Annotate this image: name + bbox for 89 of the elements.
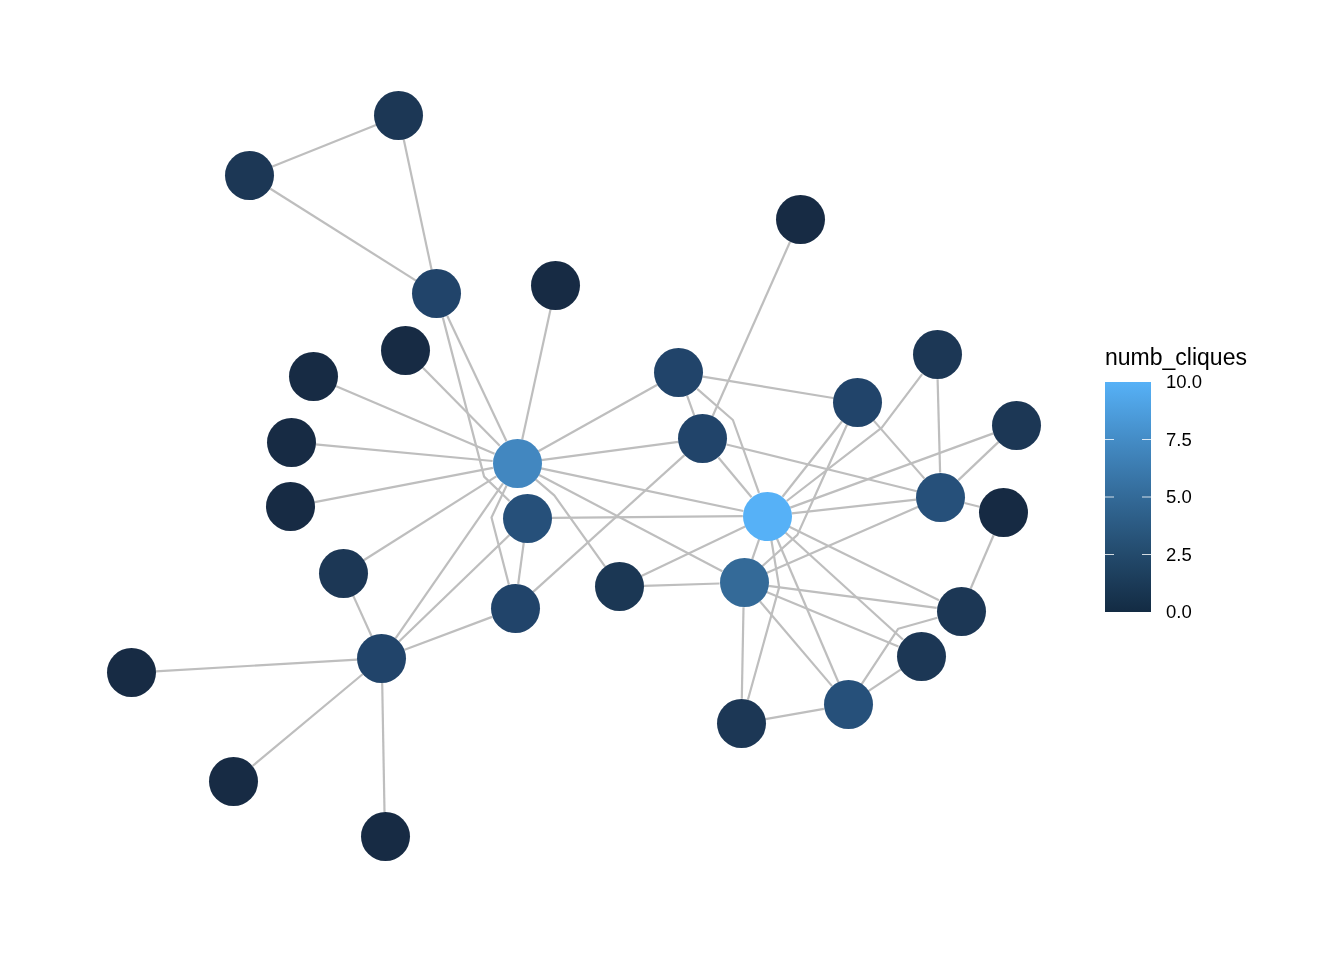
edge-line [872,419,926,480]
edge-line [936,379,942,473]
edge-line [717,456,753,498]
node-circle [209,757,259,807]
edge-line [789,432,994,509]
edge-line [860,616,938,685]
edge-line [788,525,940,602]
edge-line [446,315,508,442]
node-circle [896,631,946,681]
edge-line [441,317,511,502]
edge-line [269,187,417,282]
edge-line [402,139,433,270]
edge-line [969,534,995,589]
edge-line [272,123,377,168]
node-circle [357,633,407,683]
edge-line [640,525,746,578]
node-circle [716,698,766,748]
node-circle [490,583,540,633]
edge-line [314,466,494,504]
edge-line [784,531,904,641]
edge-line [957,441,1000,481]
node-circle [318,548,368,598]
edge-line [759,600,833,687]
edge-line [551,515,743,519]
edge-line [761,423,849,568]
node-circle [266,417,316,467]
edge-line [766,591,899,648]
edge-line [251,673,364,767]
edge-line [335,385,495,455]
edge-line [702,375,834,400]
edge-line [726,443,918,493]
node-circle [742,491,792,541]
edge-line [786,373,924,502]
edge-line [686,395,696,417]
edge-line [352,595,373,637]
edge-line [394,482,504,639]
node-circle [775,194,825,244]
legend-label: 10.0 [1166,373,1202,392]
node-circle [412,269,462,319]
edge-line [422,367,501,447]
node-circle [502,493,552,543]
edge-line [534,478,606,568]
edge-line [155,658,358,673]
edge-line [643,582,720,587]
edge-line [781,420,843,498]
edge-line [532,454,686,593]
legend-label: 2.5 [1166,545,1192,564]
node-circle [823,680,873,730]
legend-title: numb_cliques [1105,345,1247,369]
edge-line [490,485,510,585]
edge-line [740,607,745,699]
node-circle [912,330,962,380]
edge-line [768,584,937,609]
edge-line [791,498,917,515]
edge-line [867,668,902,692]
legend-label: 0.0 [1166,603,1192,622]
edge-line [521,309,552,440]
node-circle [654,348,704,398]
edge-line [696,387,761,494]
edge-line [398,534,511,643]
node-circle [289,352,339,402]
node-circle [719,558,769,608]
edge-line [517,542,525,585]
node-circle [492,438,542,488]
edge-line [766,505,919,574]
edge-line [315,443,493,463]
node-circle [832,377,882,427]
edge-line [964,501,980,508]
edge-line [538,473,723,573]
edge-line [537,383,658,453]
edge-line [541,440,679,462]
edge-line [765,707,825,721]
node-circle [381,325,431,375]
edge-line [363,475,497,562]
node-circle [991,400,1041,450]
edge-line [381,682,386,813]
edge-line [404,615,493,651]
legend-label: 5.0 [1166,488,1192,507]
edge-line [775,538,840,683]
node-circle [936,586,986,636]
node-circle [916,472,966,522]
node-circle [678,414,728,464]
node-circle [225,151,275,201]
edge-line [746,540,781,700]
edge-line [711,241,792,417]
legend-label: 7.5 [1166,430,1192,449]
edge-line [540,467,744,513]
node-circle [978,488,1028,538]
edge-line [751,538,761,560]
